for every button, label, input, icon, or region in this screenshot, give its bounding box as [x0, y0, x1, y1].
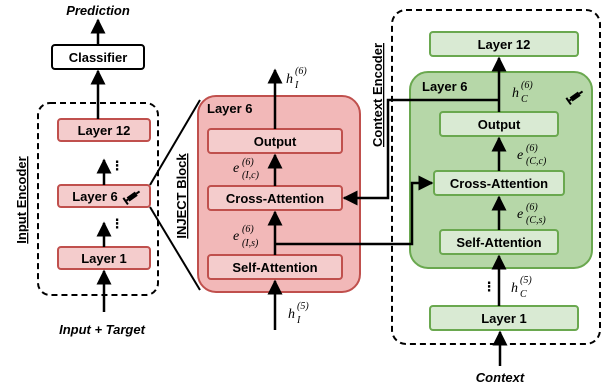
context-cross-attention-label: Cross-Attention — [450, 176, 548, 191]
inject-h-out-symbol: h (6) I — [286, 66, 307, 91]
input-layer6-label: Layer 6 — [72, 189, 118, 204]
svg-text:(6): (6) — [242, 224, 254, 235]
input-encoder: Input Encoder Layer 12 ⋮ Layer 6 ⋮ Layer… — [14, 3, 159, 337]
svg-text:h: h — [286, 72, 293, 87]
input-dots-lower: ⋮ — [111, 216, 124, 231]
context-output-label: Output — [478, 117, 521, 132]
context-label: Context — [476, 370, 525, 385]
inject-block: INJECT Block Layer 6 Output Cross-Attent… — [174, 66, 361, 330]
inject-cross-attention-label: Cross-Attention — [226, 191, 324, 206]
syringe-icon — [122, 190, 141, 206]
svg-text:e: e — [517, 207, 523, 222]
inject-block-label: INJECT Block — [174, 153, 189, 239]
link-inject-to-context-cross — [275, 175, 434, 246]
context-h6-symbol: h (6) C — [512, 80, 533, 105]
inject-h-in-symbol: h (5) I — [288, 301, 309, 326]
inject-output-label: Output — [254, 134, 297, 149]
input-encoder-label: Input Encoder — [14, 156, 29, 243]
zoom-line-bottom — [149, 206, 201, 291]
inject-e-c-symbol: e (6) (I,c) — [233, 157, 260, 181]
syringe-icon — [565, 90, 584, 106]
inject-e-s-symbol: e (6) (I,s) — [233, 224, 259, 249]
svg-text:(I,c): (I,c) — [242, 170, 260, 181]
svg-text:(6): (6) — [295, 66, 307, 77]
svg-text:C: C — [521, 94, 528, 105]
svg-text:(5): (5) — [297, 301, 309, 312]
svg-text:e: e — [517, 148, 523, 163]
zoom-line-top — [149, 99, 201, 186]
context-layer1-label: Layer 1 — [481, 311, 527, 326]
classifier-label: Classifier — [69, 50, 128, 65]
context-layer12-label: Layer 12 — [478, 37, 531, 52]
context-encoder-frame — [391, 9, 601, 345]
svg-text:C: C — [520, 289, 527, 300]
svg-text:(C,c): (C,c) — [526, 156, 547, 167]
svg-text:(6): (6) — [521, 80, 533, 91]
input-encoder-frame — [37, 102, 159, 296]
svg-text:h: h — [512, 86, 519, 101]
context-dots: ⋮ — [483, 279, 496, 294]
svg-text:(6): (6) — [526, 202, 538, 213]
link-context-to-inject-cross — [342, 98, 499, 206]
context-layer1-box — [429, 305, 579, 331]
svg-text:e: e — [233, 229, 239, 244]
svg-text:I: I — [296, 315, 301, 326]
context-encoder-label: Context Encoder — [370, 43, 385, 147]
svg-text:(6): (6) — [526, 143, 538, 154]
inject-self-attention-label: Self-Attention — [232, 260, 317, 275]
context-layer12-box — [429, 31, 579, 57]
svg-text:h: h — [511, 281, 518, 296]
prediction-label: Prediction — [66, 3, 130, 18]
svg-text:(5): (5) — [520, 275, 532, 286]
input-dots-upper: ⋮ — [111, 158, 124, 173]
input-layer12-box — [57, 118, 151, 142]
context-self-attention-label: Self-Attention — [456, 235, 541, 250]
context-layer6-title: Layer 6 — [422, 79, 468, 94]
input-layer12-label: Layer 12 — [78, 123, 131, 138]
context-encoder: Context Encoder Layer 12 Layer 6 Output … — [370, 9, 601, 385]
inject-layer6-title: Layer 6 — [207, 101, 253, 116]
input-target-label: Input + Target — [59, 322, 145, 337]
context-e-c-symbol: e (6) (C,c) — [517, 143, 547, 167]
context-h5-symbol: h (5) C — [511, 275, 532, 300]
svg-text:(C,s): (C,s) — [526, 215, 546, 226]
svg-text:(6): (6) — [242, 157, 254, 168]
svg-text:h: h — [288, 307, 295, 322]
input-layer1-label: Layer 1 — [81, 251, 127, 266]
svg-text:e: e — [233, 161, 239, 176]
svg-text:I: I — [294, 80, 299, 91]
svg-text:(I,s): (I,s) — [242, 238, 259, 249]
context-e-s-symbol: e (6) (C,s) — [517, 202, 546, 226]
